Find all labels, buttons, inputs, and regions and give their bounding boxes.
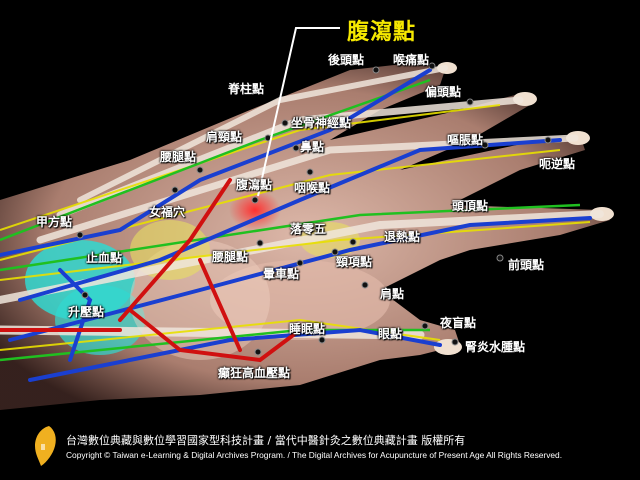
label-jiafang: 甲方點 [36, 215, 73, 229]
label-zhixue: 止血點 [86, 251, 123, 265]
label-jianjing: 肩頸點 [206, 130, 243, 144]
page-title: 腹瀉點 [347, 20, 417, 45]
label-yaotui: 腰腿點 [160, 150, 197, 164]
label-yemang: 夜盲點 [440, 316, 477, 330]
label-houtou: 後頭點 [328, 53, 365, 67]
label-houtong: 喉痛點 [393, 53, 430, 67]
label-bi: 鼻點 [300, 140, 325, 154]
label-touding: 頭頂點 [452, 199, 489, 213]
tissue [25, 190, 390, 360]
label-tuire: 退熱點 [384, 230, 421, 244]
arteries [0, 178, 302, 363]
nerves [0, 104, 591, 351]
acupoint-markers [76, 62, 552, 356]
taiwan-map-logo-icon [35, 426, 56, 466]
label-zuogu: 坐骨神經點 [291, 116, 352, 130]
label-jizhu: 脊柱點 [228, 82, 265, 96]
label-jingxiang: 頸項點 [336, 255, 373, 269]
label-yunche: 暈車點 [263, 267, 300, 281]
label-jian: 肩點 [380, 287, 405, 301]
label-diankuang: 癲狂高血壓點 [218, 366, 291, 380]
footer-copyright-cn: 台灣數位典藏與數位學習國家型科技計畫 / 當代中醫針灸之數位典藏計畫 版權所有 [66, 434, 466, 447]
footer-copyright-en: Copyright © Taiwan e-Learning & Digital … [66, 450, 563, 460]
label-qiantou: 前頭點 [508, 258, 545, 272]
label-enni: 呃逆點 [539, 157, 576, 171]
tendons [0, 65, 604, 340]
label-luoling5: 落零五 [290, 222, 327, 236]
label-nvfu: 女福穴 [149, 205, 186, 219]
title-pointer-line [257, 27, 340, 197]
label-yan: 眼點 [378, 327, 403, 341]
label-shuimian: 睡眠點 [289, 322, 326, 336]
label-outzhang: 嘔脹點 [447, 133, 484, 147]
label-yaotui2: 腰腿點 [212, 250, 249, 264]
label-shengya: 升壓點 [68, 305, 105, 319]
label-piantou: 偏頭點 [425, 85, 462, 99]
label-yanhou: 咽喉點 [294, 181, 331, 195]
label-shenyan: 腎炎水腫點 [465, 340, 526, 354]
label-fuxie: 腹瀉點 [236, 178, 273, 192]
